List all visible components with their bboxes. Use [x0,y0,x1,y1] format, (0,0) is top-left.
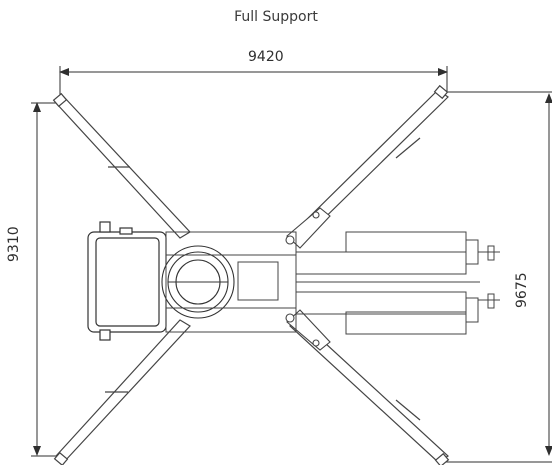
dimension-width [59,66,448,100]
dimension-left-height [31,102,62,457]
boom-links [285,207,331,351]
dimension-right-height [446,91,552,463]
chassis [165,231,500,335]
dimension-width-label: 9420 [248,49,284,65]
cab [87,221,167,341]
slewing-ring [161,245,235,319]
diagram-title: Full Support [234,9,318,25]
